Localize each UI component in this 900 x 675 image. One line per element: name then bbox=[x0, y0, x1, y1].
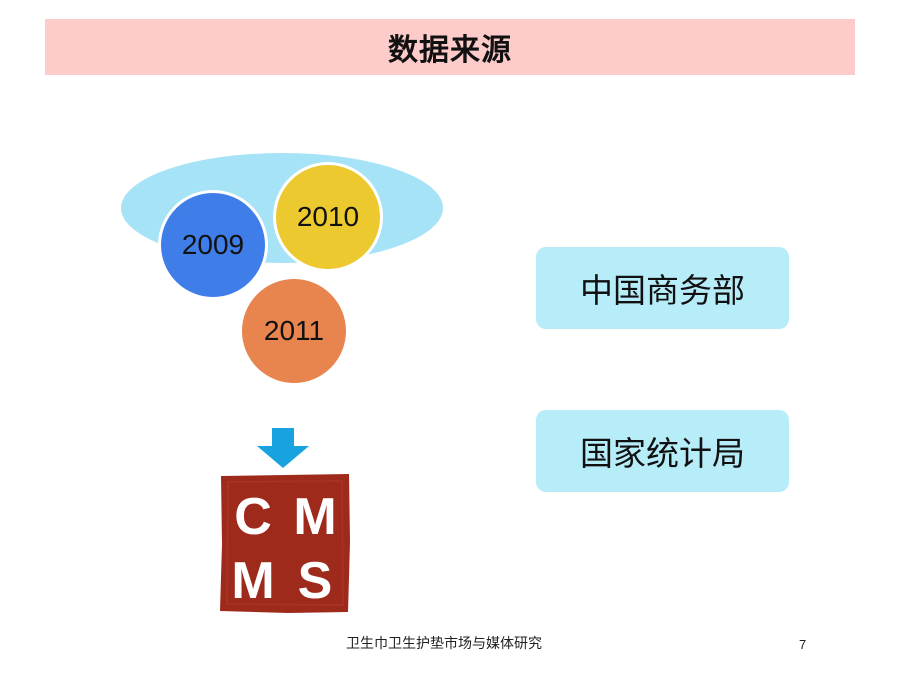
page-number: 7 bbox=[799, 637, 807, 652]
source-label-ministry-of-commerce: 中国商务部 bbox=[580, 271, 745, 310]
svg-text:M: M bbox=[293, 488, 336, 546]
year-circle-2009: 2009 bbox=[158, 190, 268, 300]
year-circle-2010: 2010 bbox=[273, 162, 383, 272]
svg-text:M: M bbox=[231, 552, 274, 610]
slide-title: 数据来源 bbox=[388, 33, 512, 68]
source-box-statistics-bureau: 国家统计局 bbox=[536, 410, 789, 492]
svg-text:C: C bbox=[234, 488, 272, 546]
year-label-2009: 2009 bbox=[181, 229, 245, 260]
source-box-ministry-of-commerce: 中国商务部 bbox=[536, 247, 789, 329]
year-label-2011: 2011 bbox=[263, 315, 325, 346]
source-label-statistics-bureau: 国家统计局 bbox=[580, 434, 745, 473]
footer-text: 卫生巾卫生护垫市场与媒体研究 bbox=[346, 636, 542, 652]
down-arrow-icon bbox=[257, 428, 309, 468]
title-bar: 数据来源 bbox=[45, 19, 855, 75]
cmms-logo: C M M S bbox=[220, 474, 350, 613]
year-label-2010: 2010 bbox=[296, 201, 360, 232]
year-circle-2011: 2011 bbox=[239, 276, 349, 386]
svg-text:S: S bbox=[298, 552, 333, 610]
